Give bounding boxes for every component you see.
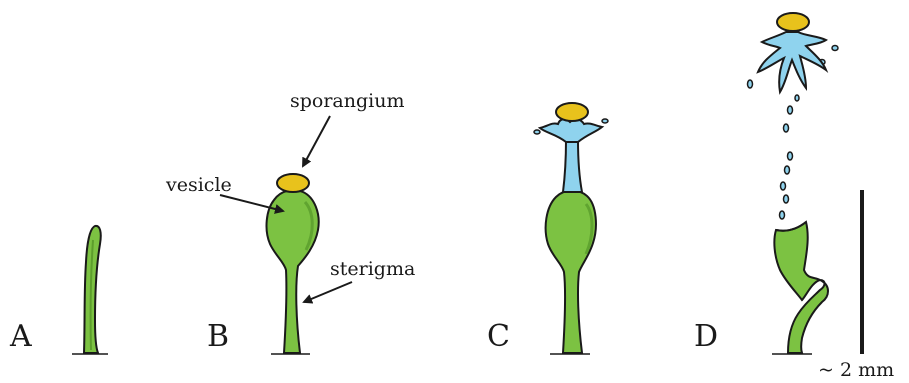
stage-c-group [534,103,608,354]
stage-d-drop-11 [795,95,799,101]
callout-sterigma-label: sterigma [330,258,415,280]
stage-c-drop-1 [534,130,540,134]
stage-c-water-jet [563,140,582,192]
stage-d-drop-7 [788,106,793,114]
panel-letter-d: D [694,319,718,354]
stage-d-drop-5 [788,152,793,160]
callout-sporangium-label: sporangium [290,90,405,112]
callout-sporangium-arrow [303,116,330,166]
stage-d-drop-1 [780,211,785,219]
panel-letter-c: C [487,319,510,354]
stage-c-sporangium [556,103,588,121]
stage-d-sporangium [777,13,809,31]
stage-d-water-spray [758,32,826,92]
stage-a-group [72,226,108,354]
stage-d-drop-6 [784,124,789,132]
stage-d-group [748,13,839,354]
stage-c-sterigma-and-vesicle [546,190,596,353]
stage-b-group [267,174,319,354]
stage-c-water-splash [540,119,602,142]
stage-d-drop-8 [748,80,753,88]
stage-c-drop-2 [602,119,608,123]
stage-d-drop-2 [784,195,789,203]
stage-b-sporangium [277,174,309,192]
panel-letter-b: B [207,319,229,354]
panel-letter-a: A [9,319,32,354]
callout-sterigma-arrow [304,282,352,302]
stage-d-collapsed-sterigma [774,222,828,353]
stage-d-drop-3 [781,182,786,190]
stage-d-drop-10 [832,46,838,51]
stage-d-drop-4 [785,166,790,174]
callout-vesicle-label: vesicle [165,174,232,196]
scale-bar-label: ~ 2 mm [818,359,894,381]
